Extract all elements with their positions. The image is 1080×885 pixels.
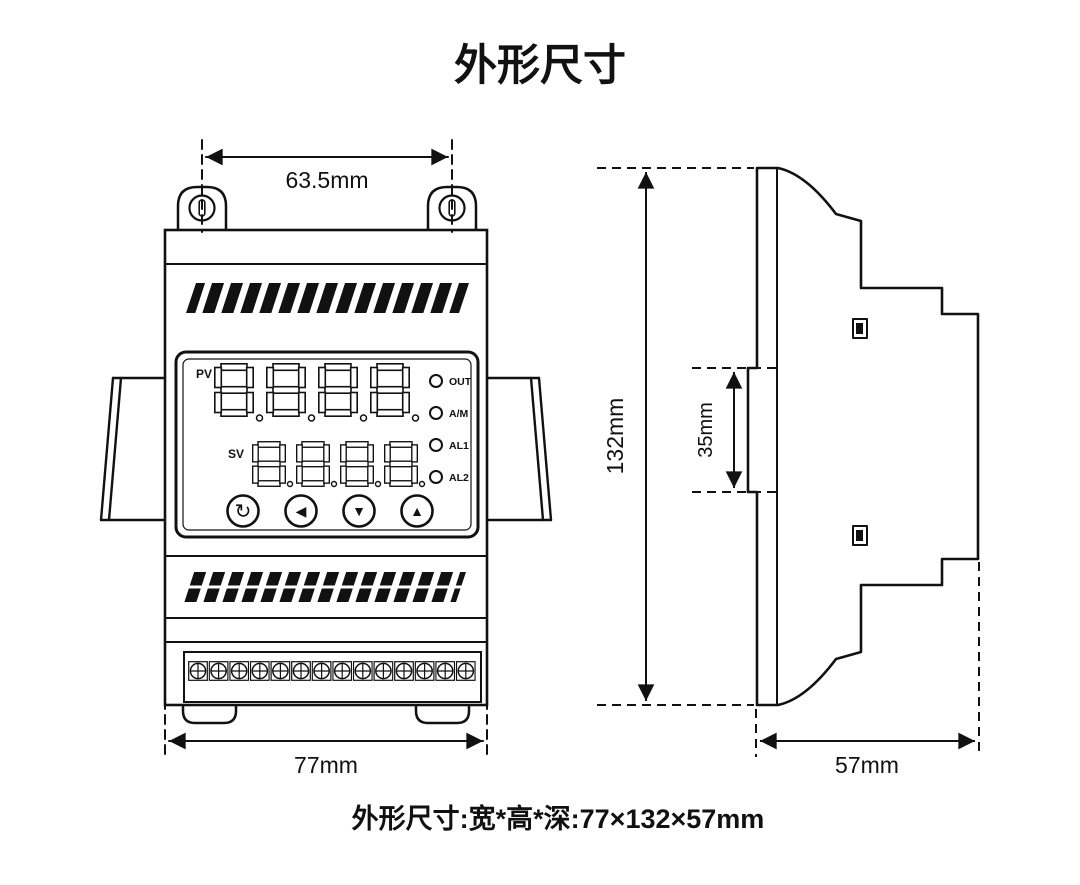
terminal-block bbox=[183, 651, 482, 703]
front-buttons: ↻ ◀ ▼ ▲ bbox=[226, 494, 434, 528]
led-al2-label: AL2 bbox=[449, 472, 469, 484]
terminal-screw bbox=[188, 661, 208, 681]
dimension-bottom-width: 77mm bbox=[164, 699, 488, 778]
up-triangle-icon: ▲ bbox=[410, 503, 424, 519]
terminal-screw bbox=[291, 661, 311, 681]
dim-label-depth: 57mm bbox=[835, 752, 899, 778]
dim-label-rail-width: 35mm bbox=[695, 402, 717, 458]
dimension-depth: 57mm bbox=[755, 562, 980, 778]
sv-label: SV bbox=[228, 447, 244, 461]
terminal-screw bbox=[332, 661, 353, 681]
set-button bbox=[226, 494, 260, 528]
dimension-rail-width: 35mm bbox=[692, 367, 779, 493]
dim-label-height: 132mm bbox=[602, 398, 628, 475]
side-profile-outline bbox=[746, 166, 980, 707]
dim-label-top-width: 63.5mm bbox=[285, 167, 368, 193]
terminal-screw bbox=[394, 661, 414, 681]
pv-label: PV bbox=[196, 367, 212, 381]
din-rail-left bbox=[99, 376, 167, 522]
sv-display bbox=[252, 441, 426, 488]
rail-clip-window-top bbox=[852, 318, 868, 339]
terminal-screw bbox=[373, 661, 394, 681]
up-button bbox=[400, 494, 434, 528]
page-title: 外形尺寸 bbox=[454, 42, 626, 90]
terminal-screw bbox=[435, 661, 456, 681]
down-button bbox=[342, 494, 376, 528]
terminal-screw bbox=[249, 661, 270, 681]
mounting-ear-bottom-right bbox=[414, 702, 471, 725]
terminal-screw bbox=[270, 661, 291, 681]
led-out-label: OUT bbox=[449, 376, 472, 388]
down-triangle-icon: ▼ bbox=[352, 503, 366, 519]
led-out-icon bbox=[429, 374, 443, 388]
terminal-screw bbox=[208, 661, 229, 681]
led-am-label: A/M bbox=[449, 408, 469, 420]
terminal-screw bbox=[414, 661, 435, 681]
left-triangle-icon: ◀ bbox=[296, 503, 307, 519]
terminal-screw bbox=[229, 661, 250, 681]
led-al1-icon bbox=[429, 438, 443, 452]
cycle-arrow-icon: ↻ bbox=[235, 501, 252, 523]
shift-button bbox=[284, 494, 318, 528]
vent-grille-top bbox=[186, 283, 469, 313]
mounting-ear-bottom-left bbox=[181, 702, 238, 725]
terminal-screw bbox=[311, 661, 332, 681]
dimension-summary: 外形尺寸:宽*高*深:77×132×57mm bbox=[352, 803, 765, 834]
terminal-screw bbox=[352, 661, 373, 681]
dimension-top-width: 63.5mm bbox=[201, 139, 453, 233]
led-am-icon bbox=[429, 406, 443, 420]
front-view: PV SV bbox=[99, 139, 553, 778]
led-al2-icon bbox=[429, 470, 443, 484]
dimension-height: 132mm bbox=[597, 167, 754, 706]
side-view: 132mm 35mm 57mm bbox=[597, 166, 980, 778]
led-al1-label: AL1 bbox=[449, 440, 469, 452]
display-panel: PV SV bbox=[174, 350, 480, 539]
pv-display bbox=[214, 363, 420, 422]
terminal-screw bbox=[455, 661, 476, 681]
rail-clip-window-bottom bbox=[852, 525, 868, 546]
indicator-leds: OUT A/M AL1 AL2 bbox=[429, 374, 472, 484]
din-rail-right bbox=[485, 376, 553, 522]
dim-label-bottom-width: 77mm bbox=[294, 752, 358, 778]
